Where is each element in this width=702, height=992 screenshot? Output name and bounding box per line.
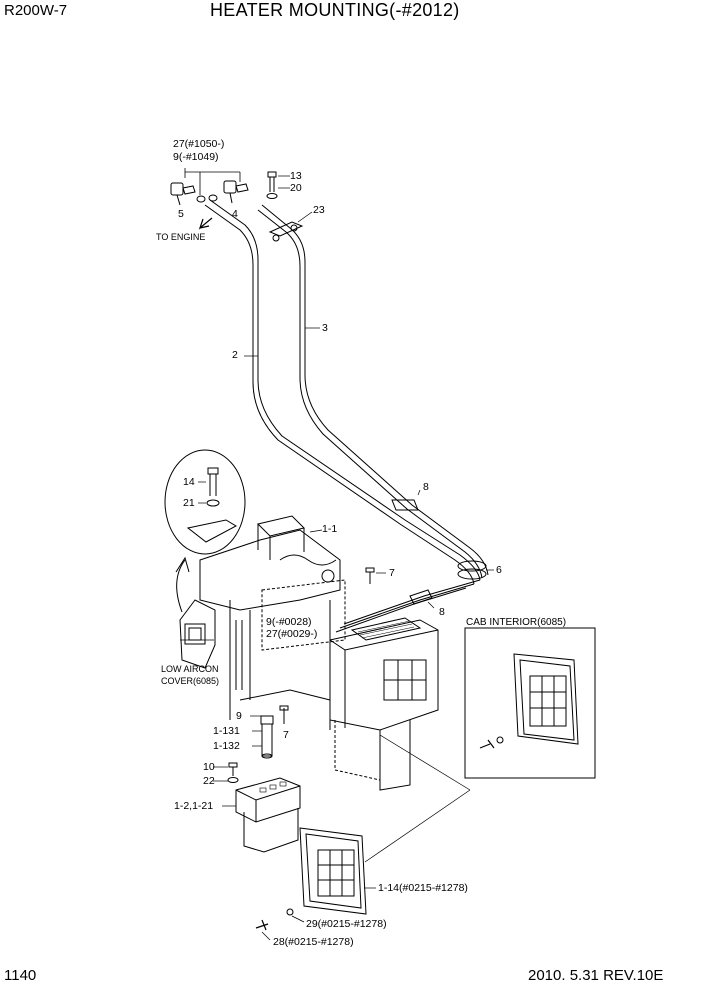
hose-clamp-8-upper bbox=[391, 489, 421, 511]
callout-13: 13 bbox=[290, 170, 302, 182]
heater-core-box bbox=[329, 617, 439, 791]
callout-21: 21 bbox=[183, 497, 195, 509]
callout-1-132: 1-132 bbox=[213, 740, 240, 752]
heater-inlet-pipes bbox=[335, 579, 481, 633]
bolt-13 bbox=[266, 171, 278, 199]
pipe-coupling-6 bbox=[457, 560, 494, 580]
cover-1-14 bbox=[299, 827, 367, 915]
bolt-7 bbox=[365, 567, 386, 584]
callout-6: 6 bbox=[496, 564, 502, 576]
drain-hose-1-131 bbox=[260, 715, 274, 759]
low-aircon-cover-label: COVER(6085) bbox=[161, 676, 220, 686]
callout-9-1049: 9(-#1049) bbox=[173, 151, 219, 163]
callout-8-lower: 8 bbox=[439, 606, 445, 618]
valve-fitting-5 bbox=[170, 182, 196, 206]
page-number: 1140 bbox=[4, 967, 37, 984]
callout-8-upper: 8 bbox=[423, 481, 429, 493]
to-engine-arrow bbox=[198, 217, 213, 230]
screw-28 bbox=[255, 919, 269, 931]
hose-clamps-top bbox=[196, 194, 218, 203]
callout-10: 10 bbox=[203, 761, 215, 773]
callout-1-1: 1-1 bbox=[322, 523, 338, 535]
callout-27-1050: 27(#1050-) bbox=[173, 138, 225, 150]
callout-2: 2 bbox=[232, 349, 238, 361]
callout-14: 14 bbox=[183, 476, 195, 488]
hose-clamp-8-lower bbox=[409, 589, 435, 609]
callout-1-2-1-21: 1-2,1-21 bbox=[174, 800, 214, 812]
callout-9-lower: 9 bbox=[236, 710, 242, 722]
heater-unit-1-1 bbox=[179, 515, 346, 730]
callout-7-upper: 7 bbox=[389, 567, 395, 579]
valve-fitting-4 bbox=[223, 180, 249, 204]
callout-27-0029: 27(#0029-) bbox=[266, 628, 318, 640]
controller-1-2 bbox=[227, 762, 301, 853]
cab-interior-title: CAB INTERIOR(6085) bbox=[466, 617, 567, 628]
callout-to-engine: TO ENGINE bbox=[156, 232, 206, 242]
revision-date: 2010. 5.31 REV.10E bbox=[528, 967, 664, 984]
callout-22: 22 bbox=[203, 775, 215, 787]
callout-1-131: 1-131 bbox=[213, 725, 240, 737]
callout-29: 29(#0215-#1278) bbox=[306, 918, 387, 930]
callout-9-0028: 9(-#0028) bbox=[266, 616, 312, 628]
washer-29 bbox=[286, 908, 294, 916]
page-title: HEATER MOUNTING(-#2012) bbox=[210, 0, 460, 20]
callout-3: 3 bbox=[322, 322, 328, 334]
callout-20: 20 bbox=[290, 182, 302, 194]
fitting-bracket-lines bbox=[184, 168, 241, 195]
detail-pointer-arrow bbox=[176, 559, 186, 613]
callout-1-14: 1-14(#0215-#1278) bbox=[378, 882, 468, 894]
bolt-7b bbox=[279, 705, 289, 724]
hose-3 bbox=[257, 204, 489, 579]
callout-5: 5 bbox=[178, 208, 184, 220]
model-label: R200W-7 bbox=[4, 2, 68, 19]
callout-28: 28(#0215-#1278) bbox=[273, 936, 354, 948]
callout-4: 4 bbox=[232, 208, 238, 220]
detail-bubble-mounting bbox=[164, 449, 246, 555]
cab-interior-inset bbox=[464, 627, 596, 779]
hose-2 bbox=[204, 199, 481, 585]
low-aircon-label: LOW AIRCON bbox=[161, 664, 219, 674]
callout-23: 23 bbox=[313, 204, 325, 216]
callout-7-lower: 7 bbox=[283, 729, 289, 741]
